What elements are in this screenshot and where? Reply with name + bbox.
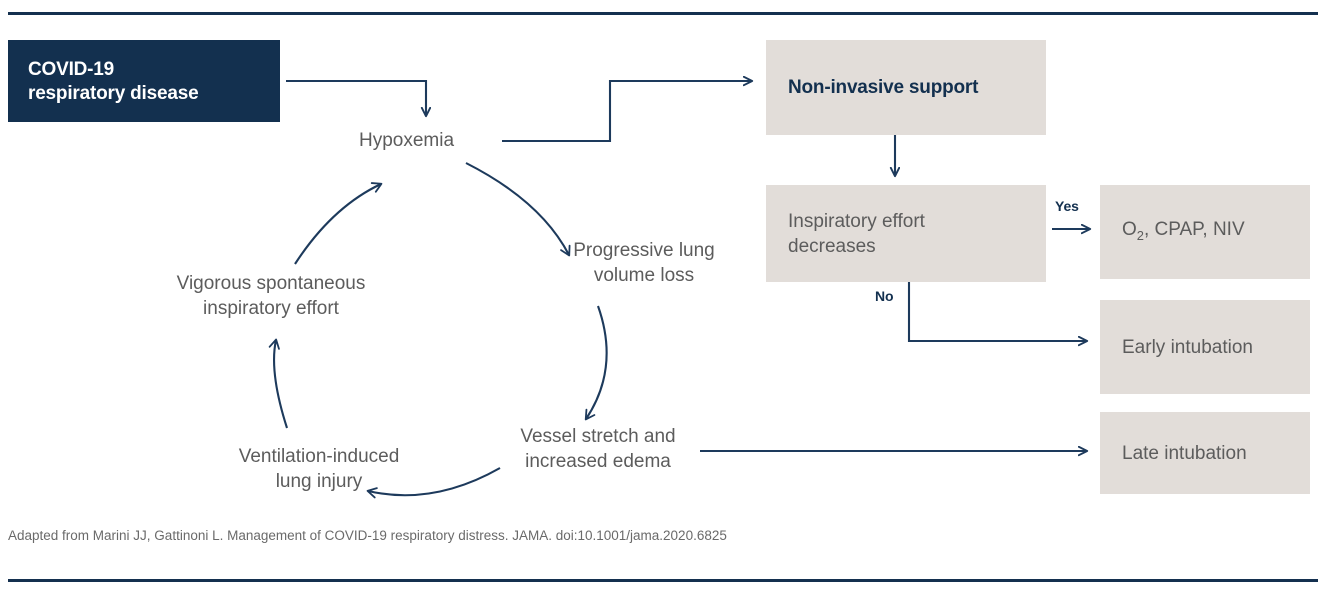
o2-cpap-niv-subscript: 2 bbox=[1136, 227, 1144, 243]
source-box-line2: respiratory disease bbox=[28, 83, 199, 104]
pathway-box-non-invasive-support: Non-invasive support bbox=[766, 40, 1046, 135]
progressive-lung-volume-loss-line1: Progressive lung bbox=[573, 240, 715, 261]
pathway-box-early-intubation: Early intubation bbox=[1100, 300, 1310, 394]
vessel-stretch-line2: increased edema bbox=[525, 451, 671, 472]
vessel-stretch-line1: Vessel stretch and bbox=[520, 426, 676, 447]
vigorous-inspiratory-effort-line2: inspiratory effort bbox=[203, 298, 339, 319]
inspiratory-effort-decreases-line2: decreases bbox=[788, 235, 876, 257]
pathway-box-inspiratory-effort-decreases: Inspiratory effort decreases bbox=[766, 185, 1046, 282]
cycle-node-hypoxemia-label: Hypoxemia bbox=[359, 130, 455, 151]
late-intubation-label: Late intubation bbox=[1122, 442, 1247, 464]
source-box-line1: COVID-19 bbox=[28, 59, 115, 80]
o2-cpap-niv-label: O2, CPAP, NIV bbox=[1100, 217, 1245, 248]
ventilation-induced-lung-injury-line1: Ventilation-induced bbox=[238, 446, 400, 467]
cycle-node-hypoxemia: Hypoxemia bbox=[359, 128, 454, 153]
cycle-node-ventilation-induced-lung-injury: Ventilation-induced lung injury bbox=[214, 444, 424, 494]
cycle-node-vigorous-inspiratory-effort: Vigorous spontaneous inspiratory effort bbox=[153, 271, 389, 321]
pathway-box-late-intubation: Late intubation bbox=[1100, 412, 1310, 494]
inspiratory-effort-decreases-line1: Inspiratory effort bbox=[788, 210, 925, 232]
progressive-lung-volume-loss-line2: volume loss bbox=[593, 265, 695, 286]
branch-label-yes: Yes bbox=[1055, 198, 1079, 214]
cycle-node-vessel-stretch: Vessel stretch and increased edema bbox=[503, 424, 693, 474]
branch-label-no: No bbox=[875, 288, 894, 304]
cycle-node-progressive-lung-volume-loss: Progressive lung volume loss bbox=[559, 238, 729, 288]
o2-cpap-niv-prefix: O bbox=[1122, 218, 1137, 240]
figure-caption: Adapted from Marini JJ, Gattinoni L. Man… bbox=[8, 528, 727, 543]
top-divider-rule bbox=[8, 12, 1318, 15]
early-intubation-label: Early intubation bbox=[1122, 336, 1253, 358]
vigorous-inspiratory-effort-line1: Vigorous spontaneous bbox=[176, 273, 366, 294]
bottom-divider-rule bbox=[8, 579, 1318, 582]
source-box-covid19: COVID-19 respiratory disease bbox=[8, 40, 280, 122]
non-invasive-support-label: Non-invasive support bbox=[788, 77, 979, 98]
pathway-box-o2-cpap-niv: O2, CPAP, NIV bbox=[1100, 185, 1310, 279]
o2-cpap-niv-suffix: , CPAP, NIV bbox=[1143, 218, 1245, 240]
ventilation-induced-lung-injury-line2: lung injury bbox=[275, 471, 363, 492]
